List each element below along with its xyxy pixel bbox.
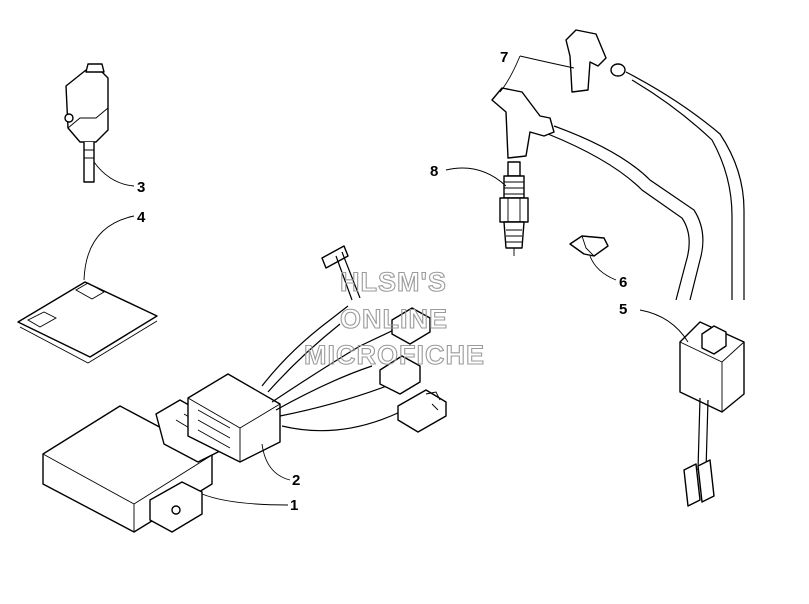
part-8-spark-plug xyxy=(499,161,529,256)
callout-5: 5 xyxy=(619,301,627,318)
part-1-cdi-box xyxy=(42,399,227,533)
part-7-caps xyxy=(491,29,745,301)
leader-6 xyxy=(589,255,617,281)
watermark: HLSM'S ONLINE MICROFICHE xyxy=(303,266,485,370)
part-6-clip xyxy=(569,235,609,257)
leader-1 xyxy=(201,493,289,506)
part-2-harness xyxy=(187,245,447,463)
callout-7: 7 xyxy=(500,49,508,66)
watermark-line-1: HLSM'S xyxy=(340,267,447,297)
part-5-ignition-coil xyxy=(679,321,745,507)
leader-7-b xyxy=(499,55,521,93)
leader-5 xyxy=(639,309,689,343)
watermark-line-3: MICROFICHE xyxy=(304,340,485,370)
leader-2 xyxy=(261,443,291,481)
leader-7-a xyxy=(519,55,575,69)
callout-labels: 1 2 3 4 5 6 7 8 xyxy=(137,49,627,514)
part-3-module xyxy=(64,63,109,183)
callout-1: 1 xyxy=(290,497,298,514)
leader-8 xyxy=(445,167,507,187)
leader-3 xyxy=(93,161,135,187)
callout-3: 3 xyxy=(137,179,145,196)
callout-6: 6 xyxy=(619,274,627,291)
callout-8: 8 xyxy=(430,163,438,180)
part-4-sheet xyxy=(17,281,158,364)
watermark-line-2: ONLINE xyxy=(340,304,448,334)
leader-4 xyxy=(83,215,135,281)
callout-2: 2 xyxy=(292,472,300,489)
callout-4: 4 xyxy=(137,209,146,226)
